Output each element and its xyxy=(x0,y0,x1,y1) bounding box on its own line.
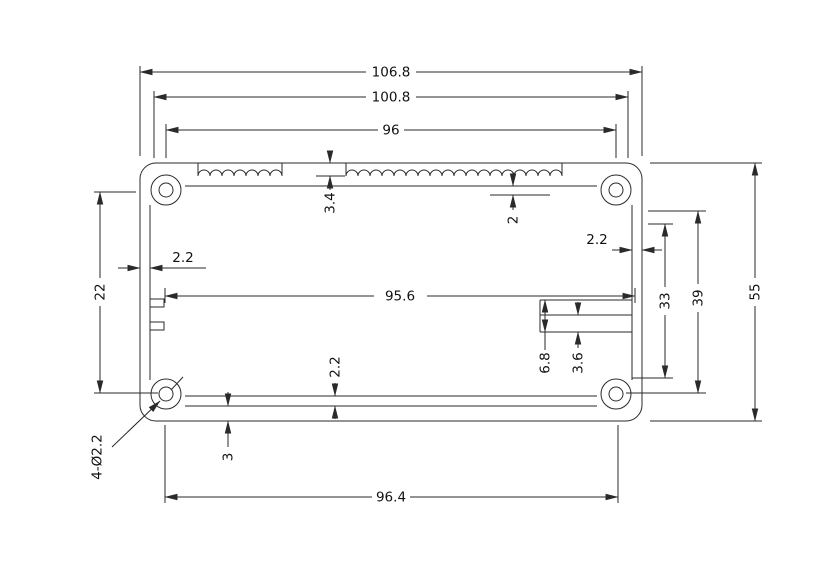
profile-serration-left xyxy=(197,163,283,177)
dim-top-rib: 2 xyxy=(497,172,540,224)
leader-line xyxy=(170,376,184,391)
corner-boss-top-left xyxy=(150,174,182,206)
profile-pcb-tab-lower xyxy=(149,321,165,331)
profile-pcb-tab-upper xyxy=(149,298,165,308)
dim-overall-width: 106.8 xyxy=(139,65,643,156)
dim-label: 3.4 xyxy=(323,192,339,213)
corner-boss-bottom-right xyxy=(600,378,632,410)
dim-bottom-wall: 3 xyxy=(221,392,237,461)
boss-circle xyxy=(600,378,632,410)
dim-label: 100.8 xyxy=(372,90,411,106)
dim-bottom-rib: 2.2 xyxy=(328,356,344,419)
profile-serration-right xyxy=(345,163,563,177)
screw-hole xyxy=(158,386,174,402)
dim-right-wall: 2.2 xyxy=(586,232,662,254)
screw-hole xyxy=(158,182,174,198)
dim-label: 3.6 xyxy=(571,352,587,373)
dim-left-wall: 2.2 xyxy=(118,250,206,272)
dim-label: 96.4 xyxy=(376,490,406,506)
dim-right-span: 39 xyxy=(626,210,707,394)
dim-label: 95.6 xyxy=(385,289,415,305)
dim-left-span: 22 xyxy=(93,191,158,394)
dim-label: 39 xyxy=(691,289,707,306)
corner-boss-bottom-left xyxy=(150,378,182,410)
screw-hole xyxy=(608,182,624,198)
corner-boss-top-right xyxy=(600,174,632,206)
dim-label: 2.2 xyxy=(586,232,607,248)
dim-label: 4-Ø2.2 xyxy=(90,434,106,480)
dim-label: 6.8 xyxy=(538,352,554,373)
boss-circle xyxy=(150,378,182,410)
dim-label: 33 xyxy=(658,292,674,309)
profile-clip-right xyxy=(539,299,632,333)
dim-right-inner-span: 33 xyxy=(632,223,674,379)
dim-label: 96 xyxy=(382,123,399,139)
dim-top-face-width: 96 xyxy=(165,123,617,158)
leader-line xyxy=(111,400,161,448)
screw-hole xyxy=(608,386,624,402)
dim-flange-width: 100.8 xyxy=(153,90,629,158)
dim-label: 106.8 xyxy=(372,65,411,81)
dim-label: 2.2 xyxy=(172,250,193,266)
dim-label: 2.2 xyxy=(328,356,344,377)
dim-label: 2 xyxy=(506,216,522,225)
dim-clip-outer: 6.8 xyxy=(538,299,554,374)
dim-serration-depth: 3.4 xyxy=(316,150,345,214)
dim-corner-holes: 4-Ø2.2 xyxy=(90,376,184,480)
boss-circle xyxy=(150,174,182,206)
boss-circle xyxy=(600,174,632,206)
dim-inner-width: 95.6 xyxy=(164,288,636,305)
dim-bottom-width: 96.4 xyxy=(164,425,619,506)
dim-label: 22 xyxy=(93,283,109,300)
profile-outer-shell xyxy=(139,162,643,422)
dim-overall-height: 55 xyxy=(650,162,764,422)
dim-label: 3 xyxy=(221,453,237,462)
dim-label: 55 xyxy=(748,283,764,300)
dim-clip-inner: 3.6 xyxy=(571,302,587,374)
